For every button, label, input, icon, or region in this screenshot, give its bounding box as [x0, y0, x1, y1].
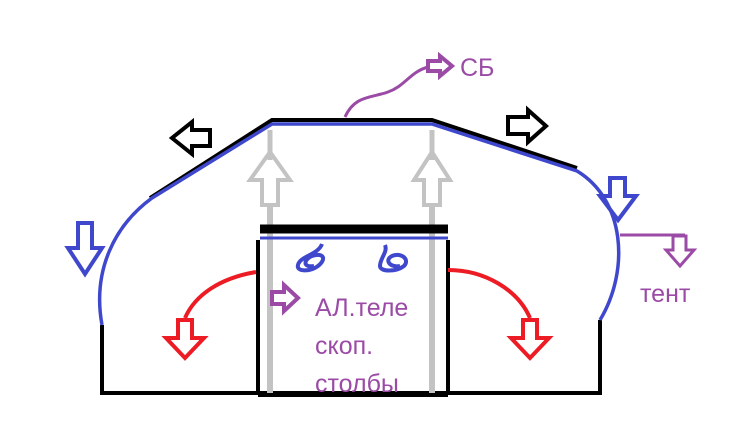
down-arrow-icon: [64, 221, 106, 278]
right-arrow-icon: [270, 280, 301, 316]
label-sb: СБ: [460, 54, 494, 82]
sb-pointer: [343, 65, 429, 118]
label-poles-line3: столбы: [315, 370, 399, 398]
down-arrow-icon: [161, 318, 209, 361]
clip-icon: [377, 244, 409, 273]
label-poles-line2: скоп.: [315, 332, 373, 360]
tent-cover: [97, 122, 621, 326]
airflow-left: [183, 270, 257, 319]
down-arrow-icon: [596, 176, 640, 224]
inner-frame: [256, 240, 450, 397]
up-arrow-icon: [410, 148, 454, 207]
left-arrow-icon: [168, 117, 212, 159]
down-arrow-icon: [506, 318, 554, 361]
up-arrow-icon: [246, 148, 294, 207]
roof-frame: [148, 118, 578, 200]
clip-icon: [295, 243, 326, 273]
right-arrow-icon: [426, 51, 456, 81]
label-tent: тент: [640, 280, 691, 308]
right-arrow-icon: [506, 105, 550, 147]
label-poles-line1: АЛ.теле: [315, 294, 408, 322]
airflow-right: [447, 268, 532, 319]
down-arrow-icon: [662, 234, 698, 269]
